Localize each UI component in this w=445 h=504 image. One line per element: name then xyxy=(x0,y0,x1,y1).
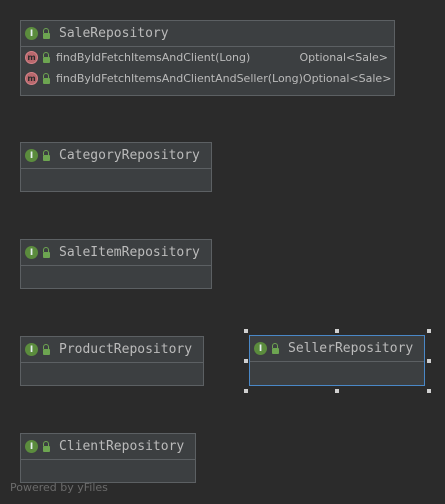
node-body xyxy=(21,266,211,290)
method-icon: m xyxy=(25,72,38,85)
public-lock-icon xyxy=(43,343,50,355)
method-icon: m xyxy=(25,51,38,64)
resize-handle-top[interactable] xyxy=(335,329,339,333)
node-body xyxy=(21,363,203,387)
public-lock-icon xyxy=(272,342,279,354)
sale-item-repository-header: I SaleItemRepository xyxy=(21,240,211,266)
interface-icon: I xyxy=(25,149,38,162)
public-lock-icon xyxy=(43,51,50,63)
method-return-type: Optional<Sale> xyxy=(299,51,389,64)
client-repository-header: I ClientRepository xyxy=(21,434,195,460)
method-name: findByIdFetchItemsAndClientAndSeller(Lon… xyxy=(56,72,303,85)
resize-handle-top-left[interactable] xyxy=(244,329,248,333)
method-return-type: Optional<Sale> xyxy=(302,72,392,85)
node-title: SaleItemRepository xyxy=(59,245,200,260)
product-repository-header: I ProductRepository xyxy=(21,337,203,363)
yfiles-watermark: Powered by yFiles xyxy=(10,481,108,494)
public-lock-icon xyxy=(43,27,50,39)
sale-repository-node[interactable]: I SaleRepository m findByIdFetchItemsAnd… xyxy=(20,20,395,96)
node-title: ProductRepository xyxy=(59,342,193,357)
interface-icon: I xyxy=(254,342,267,355)
interface-icon: I xyxy=(25,246,38,259)
resize-handle-right[interactable] xyxy=(427,359,431,363)
public-lock-icon xyxy=(43,149,50,161)
resize-handle-bottom[interactable] xyxy=(335,389,339,393)
category-repository-node[interactable]: I CategoryRepository xyxy=(20,142,212,192)
sale-item-repository-node[interactable]: I SaleItemRepository xyxy=(20,239,212,289)
interface-icon: I xyxy=(25,343,38,356)
resize-handle-bottom-right[interactable] xyxy=(427,389,431,393)
interface-icon: I xyxy=(25,27,38,40)
category-repository-header: I CategoryRepository xyxy=(21,143,211,169)
public-lock-icon xyxy=(43,246,50,258)
resize-handle-bottom-left[interactable] xyxy=(244,389,248,393)
client-repository-node[interactable]: I ClientRepository xyxy=(20,433,196,483)
seller-repository-header: I SellerRepository xyxy=(250,336,424,362)
public-lock-icon xyxy=(43,440,50,452)
node-title: SaleRepository xyxy=(59,26,169,41)
resize-handle-left[interactable] xyxy=(244,359,248,363)
node-body xyxy=(21,169,211,193)
sale-repository-header: I SaleRepository xyxy=(21,21,394,47)
interface-icon: I xyxy=(25,440,38,453)
method-name: findByIdFetchItemsAndClient(Long) xyxy=(56,51,251,64)
public-lock-icon xyxy=(43,72,50,84)
node-title: ClientRepository xyxy=(59,439,185,454)
node-body xyxy=(250,362,424,386)
node-title: SellerRepository xyxy=(288,341,414,356)
method-row[interactable]: m findByIdFetchItemsAndClientAndSeller(L… xyxy=(21,68,394,89)
method-row[interactable]: m findByIdFetchItemsAndClient(Long) Opti… xyxy=(21,47,394,68)
seller-repository-node[interactable]: I SellerRepository xyxy=(249,335,425,386)
product-repository-node[interactable]: I ProductRepository xyxy=(20,336,204,386)
node-title: CategoryRepository xyxy=(59,148,200,163)
resize-handle-top-right[interactable] xyxy=(427,329,431,333)
